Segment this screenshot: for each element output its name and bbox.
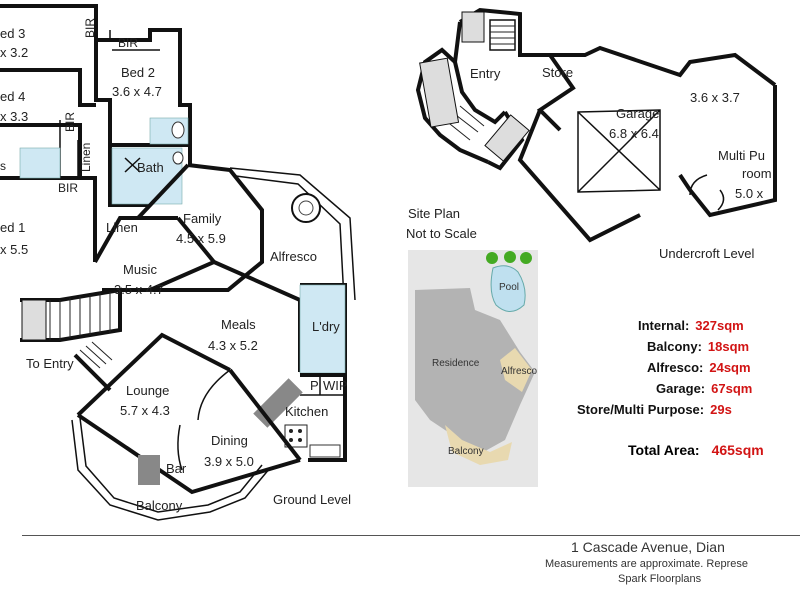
label-alfresco: Alfresco <box>270 249 317 264</box>
area-value: 18sqm <box>707 339 750 354</box>
room-name-music: Music <box>123 262 157 277</box>
label-linen-vertical: Linen <box>79 143 93 172</box>
sink-icon <box>309 444 341 458</box>
room-name-bed2: Bed 2 <box>121 65 155 80</box>
tree-icon <box>486 252 498 264</box>
label-bir-side: BIR <box>63 112 77 132</box>
label-multi-purpose-2: room <box>742 166 772 181</box>
label-multi-purpose-size: 5.0 x <box>735 186 764 201</box>
area-row-garage: Garage: 67sqm <box>656 379 752 399</box>
label-bir-bed1: BIR <box>58 181 78 195</box>
toilet-icon <box>171 121 185 139</box>
room-name-bed3: ed 3 <box>0 26 25 41</box>
label-multi-purpose-1: Multi Pu <box>718 148 765 163</box>
footer-disclaimer: Measurements are approximate. Represe <box>545 558 748 570</box>
label-bir-bed2: BIR <box>118 36 138 50</box>
room-size-lounge: 5.7 x 4.3 <box>120 403 170 418</box>
room-size-music: 3.5 x 4.7 <box>114 282 164 297</box>
room-name-dining: Dining <box>211 433 248 448</box>
label-edge-s: s <box>0 159 6 173</box>
total-area: Total Area: 465sqm <box>628 442 764 458</box>
label-store: Store <box>542 65 573 80</box>
shower-icon <box>124 157 141 173</box>
site-plan-balcony-label: Balcony <box>448 446 484 457</box>
room-size-bed4: x 3.3 <box>0 109 28 124</box>
total-area-label: Total Area: <box>628 442 700 458</box>
site-plan-title: Site Plan <box>408 206 460 221</box>
area-label: Internal: <box>638 318 690 333</box>
room-name-lounge: Lounge <box>126 383 169 398</box>
label-balcony: Balcony <box>136 498 183 513</box>
site-plan-alfresco-deck <box>500 348 532 392</box>
label-bir-top: BIR <box>83 18 97 38</box>
area-label: Store/Multi Purpose: <box>577 402 705 417</box>
area-label: Garage: <box>656 381 706 396</box>
area-row-balcony: Balcony: 18sqm <box>647 337 749 357</box>
room-name-meals: Meals <box>221 317 256 332</box>
room-size-meals: 4.3 x 5.2 <box>208 338 258 353</box>
undercroft-level-title: Undercroft Level <box>659 246 754 261</box>
room-size-family: 4.5 x 5.9 <box>176 231 226 246</box>
bath-tiles <box>111 147 183 205</box>
area-label: Alfresco: <box>647 360 704 375</box>
garage-door-symbol <box>577 109 661 193</box>
room-size-bed3: x 3.2 <box>0 45 28 60</box>
area-value: 29s <box>710 402 732 417</box>
undercroft-level-plan <box>415 7 777 243</box>
area-value: 67sqm <box>711 381 753 396</box>
room-size-bed1: x 5.5 <box>0 242 28 257</box>
laundry-tiles <box>299 284 346 374</box>
room-name-bed4: ed 4 <box>0 89 25 104</box>
undercroft-level-labels: Entry Store 3.6 x 3.7 Garage 6.8 x 6.4 M… <box>470 65 772 261</box>
label-garage-size: 6.8 x 6.4 <box>609 126 659 141</box>
planter-icon <box>461 11 485 43</box>
footer-brand: Spark Floorplans <box>618 573 702 585</box>
label-pantry-p: P <box>310 378 319 393</box>
site-plan-pool-label: Pool <box>499 282 519 293</box>
label-entry: Entry <box>470 66 501 81</box>
label-garage: Garage <box>616 106 659 121</box>
site-plan-residence-label: Residence <box>432 358 480 369</box>
label-ldry: L'dry <box>312 319 340 334</box>
label-linen: Linen <box>106 220 138 235</box>
tree-icon <box>520 252 532 264</box>
label-wip: WIP <box>323 378 348 393</box>
room-size-dining: 3.9 x 5.0 <box>204 454 254 469</box>
room-name-bed1: ed 1 <box>0 220 25 235</box>
planter-icon <box>484 114 530 162</box>
area-value: 24sqm <box>709 360 751 375</box>
area-label: Balcony: <box>647 339 702 354</box>
tree-icon <box>504 251 516 263</box>
total-area-value: 465sqm <box>711 442 764 458</box>
room-name-bath: Bath <box>137 160 164 175</box>
site-plan-alfresco-label: Alfresco <box>501 366 538 377</box>
site-plan: Site Plan Not to Scale Pool Residence Al… <box>406 206 538 487</box>
footer-address: 1 Cascade Avenue, Dian <box>571 539 725 555</box>
label-bar: Bar <box>166 461 187 476</box>
label-other-size: 3.6 x 3.7 <box>690 90 740 105</box>
room-name-family: Family <box>183 211 222 226</box>
basin-icon <box>172 151 184 165</box>
ensuite-bed4-tiles <box>19 147 61 179</box>
label-kitchen: Kitchen <box>285 404 328 419</box>
area-row-internal: Internal: 327sqm <box>638 316 744 336</box>
area-value: 327sqm <box>695 318 744 333</box>
ground-level-title: Ground Level <box>273 492 351 507</box>
room-size-bed2: 3.6 x 4.7 <box>112 84 162 99</box>
island-bench <box>253 378 303 428</box>
ground-level-labels: ed 3 x 3.2 BIR BIR Bed 2 3.6 x 4.7 ed 4 … <box>0 18 351 513</box>
label-to-entry: To Entry <box>26 356 74 371</box>
ground-level-plan <box>0 4 356 521</box>
footer-divider <box>22 535 800 536</box>
planter-icon <box>21 299 47 341</box>
area-row-store-multi: Store/Multi Purpose: 29s <box>577 400 732 420</box>
site-plan-balcony-deck <box>445 425 512 465</box>
site-plan-subtitle: Not to Scale <box>406 226 477 241</box>
planter-icon <box>419 57 460 128</box>
site-plan-pool <box>490 265 526 312</box>
area-row-alfresco: Alfresco: 24sqm <box>647 358 751 378</box>
bar-counter <box>138 455 160 485</box>
site-plan-residence <box>415 288 535 455</box>
